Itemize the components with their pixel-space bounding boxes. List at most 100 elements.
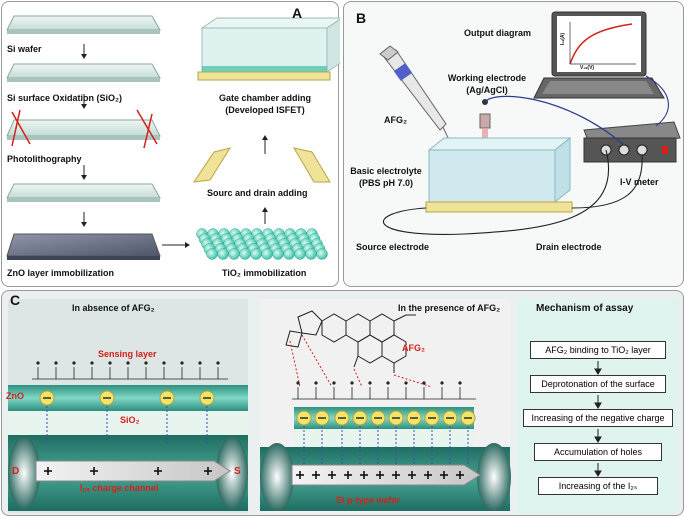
tio2-label: TiO₂ immobilization <box>222 268 307 278</box>
oh-group <box>458 381 462 385</box>
absence-title: In absence of AFG₂ <box>72 303 155 313</box>
tio2-ball <box>217 248 229 260</box>
tio2-ball <box>239 248 251 260</box>
oh-group <box>126 361 130 365</box>
wire-source <box>382 149 609 235</box>
photolithography-label: Photolithography <box>7 154 82 164</box>
tio2-ball <box>206 248 218 260</box>
flow-arrows <box>594 361 602 477</box>
afg2-label: AFG₂ <box>384 115 407 125</box>
oh-group <box>368 381 372 385</box>
tio2-ball <box>272 248 284 260</box>
si-wafer-label: Si wafer <box>7 44 42 54</box>
ag-agcl-label: (Ag/AgCl) <box>466 85 508 95</box>
channel-label: I₂ₛ charge channel <box>80 483 159 493</box>
panel-a: A Si wafer Si surface Oxidation (SiO₂) P… <box>1 1 340 287</box>
oh-group <box>162 361 166 365</box>
panel-c-label: C <box>10 292 21 308</box>
oh-group <box>198 361 202 365</box>
oh-group <box>440 381 444 385</box>
pbs-label: (PBS pH 7.0) <box>358 178 413 188</box>
photolithography-plate <box>6 109 161 149</box>
source-electrode-label: Source electrode <box>356 242 430 252</box>
oh-group <box>314 381 318 385</box>
zno-plate <box>6 233 161 260</box>
step-3: Increasing of the negative charge <box>523 409 673 427</box>
oh-group <box>216 361 220 365</box>
tio2-ball <box>316 248 328 260</box>
tio2-ball <box>261 248 273 260</box>
wire-laptop <box>645 75 669 127</box>
oh-group <box>332 381 336 385</box>
panel-a-label: A <box>292 5 303 21</box>
step-5: Increasing of the I₂ₛ <box>538 477 658 495</box>
oh-group <box>72 361 76 365</box>
gate-chamber <box>197 17 340 81</box>
laptop <box>533 11 665 99</box>
oxidation-label: Si surface Oxidation (SiO₂) <box>7 93 123 103</box>
oh-group <box>386 381 390 385</box>
si-wafer-plate <box>6 15 161 34</box>
sio2-layer-left <box>8 411 248 435</box>
source-drain-label: Sourc and drain adding <box>207 188 308 198</box>
tio2-ball <box>250 248 262 260</box>
tio-chain-left <box>32 361 228 380</box>
drain-bar <box>292 147 331 183</box>
panel-a-graphics <box>6 15 340 260</box>
oh-group <box>180 361 184 365</box>
panel-b: B Output diagram Working electrode (Ag/A… <box>343 1 684 287</box>
working-electrode-label: Working electrode <box>447 73 527 83</box>
oh-group <box>144 361 148 365</box>
oxidation-plate <box>6 63 161 82</box>
sio2-label: SiO₂ <box>120 415 140 425</box>
oh-group <box>54 361 58 365</box>
zno-label: ZnO layer immobilization <box>7 268 115 278</box>
plate-4 <box>6 183 161 202</box>
gate-chamber-label: Gate chamber adding <box>218 93 312 103</box>
channel-arrow-right <box>291 464 481 486</box>
developed-label: (Developed ISFET) <box>225 105 305 115</box>
iv-meter <box>583 121 681 163</box>
tio2-balls <box>196 228 328 260</box>
panel-c: C In absence of AFG₂ In the presence of … <box>1 290 684 516</box>
holes-right <box>296 471 464 479</box>
step-4: Accumulation of holes <box>534 443 662 461</box>
plot-ylabel: I₂ₛ(A) <box>560 32 567 46</box>
drain-electrode-label: Drain electrode <box>536 242 602 252</box>
afg2-molecule-label: AFG₂ <box>402 343 425 353</box>
h-bonds <box>289 334 433 388</box>
wire-drain <box>571 154 643 209</box>
step-1: AFG₂ binding to TiO₂ layer <box>530 341 666 359</box>
electrons-right <box>296 410 476 464</box>
sensing-layer-label: Sensing layer <box>98 349 157 359</box>
electrolyte-chamber <box>425 136 573 213</box>
source-bar <box>192 147 232 183</box>
oh-group <box>108 361 112 365</box>
tio2-ball <box>305 248 317 260</box>
oh-group <box>404 381 408 385</box>
panel-b-label: B <box>356 10 367 26</box>
holes-left <box>44 467 212 475</box>
drain-d-label: D <box>12 466 20 477</box>
channel-arrow-left <box>35 460 231 482</box>
oh-group <box>90 361 94 365</box>
panel-b-graphics <box>379 11 681 235</box>
oh-group <box>422 381 426 385</box>
pipette <box>379 45 451 143</box>
basic-electrolyte-label: Basic electrolyte <box>350 166 422 176</box>
presence-title: In the presence of AFG₂ <box>398 303 501 313</box>
electrons-left <box>39 390 215 444</box>
step-2: Deprotonation of the surface <box>530 375 666 393</box>
oh-group <box>350 381 354 385</box>
source-s-label: S <box>234 466 241 477</box>
wire-working <box>484 95 625 146</box>
oh-group <box>36 361 40 365</box>
tio-chain-right <box>292 381 476 400</box>
tio2-ball <box>294 248 306 260</box>
tio2-ball <box>283 248 295 260</box>
tio2-ball <box>228 248 240 260</box>
afg2-molecule <box>285 310 416 373</box>
output-diagram-label: Output diagram <box>464 28 531 38</box>
oh-group <box>296 381 300 385</box>
iv-meter-label: I-V meter <box>620 177 659 187</box>
